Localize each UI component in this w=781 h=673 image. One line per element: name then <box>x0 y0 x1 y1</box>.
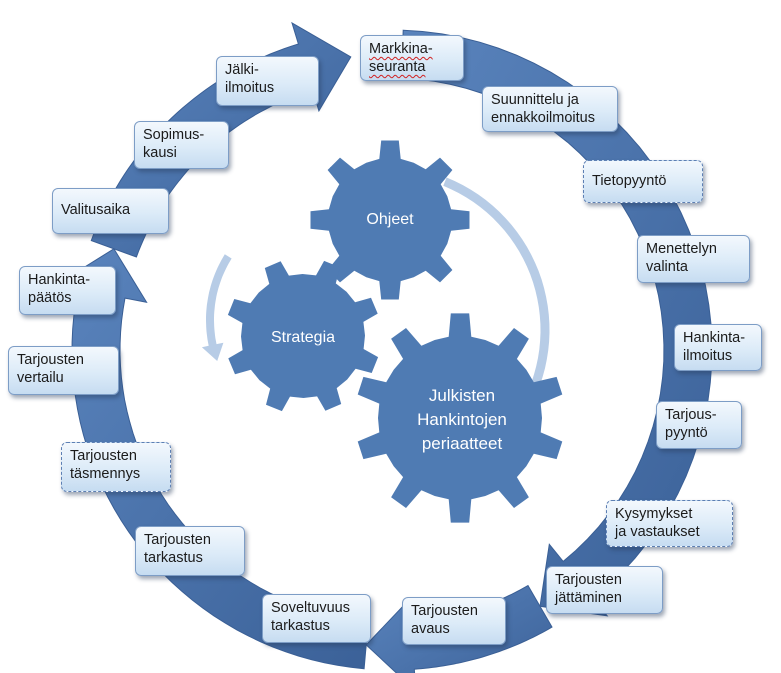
step-menettelyn-valinta: Menettelyn valinta <box>637 235 750 283</box>
step-label: Tarjousten vertailu <box>17 352 84 386</box>
step-label: Jälki- ilmoitus <box>225 62 275 96</box>
step-label: Tarjousten jättäminen <box>555 572 622 606</box>
step-label: Tarjousten avaus <box>411 603 478 637</box>
step-sopimuskausi: Sopimus- kausi <box>134 121 229 169</box>
step-hankintailmoitus: Hankinta- ilmoitus <box>674 324 762 371</box>
step-tasmennys: Tarjousten täsmennys <box>61 442 171 492</box>
step-label: Tarjousten tarkastus <box>144 532 211 566</box>
step-soveltuvuus: Soveltuvuus tarkastus <box>262 594 371 643</box>
step-label: Tietopyyntö <box>592 173 667 189</box>
gear-label-strategia: Strategia <box>270 329 336 346</box>
step-label: Suunnittelu ja ennakkoilmoitus <box>491 92 595 126</box>
step-suunnittelu: Suunnittelu ja ennakkoilmoitus <box>482 86 618 132</box>
step-kysymykset: Kysymykset ja vastaukset <box>606 500 733 547</box>
gear-label-periaatteet: Julkisten Hankintojen periaatteet <box>417 386 507 453</box>
inner-arrow-left <box>201 254 232 361</box>
step-avaus: Tarjousten avaus <box>402 597 506 645</box>
step-jattaminen: Tarjousten jättäminen <box>546 566 663 614</box>
step-label: Sopimus- kausi <box>143 127 205 161</box>
step-valitusaika: Valitusaika <box>52 188 169 234</box>
step-label: Hankinta- ilmoitus <box>683 330 746 364</box>
step-hankintapaatos: Hankinta- päätös <box>19 266 116 315</box>
step-label: Hankinta- päätös <box>28 272 91 306</box>
step-tietopyynto: Tietopyyntö <box>583 160 703 203</box>
step-tarjouspyynto: Tarjous- pyyntö <box>656 401 742 449</box>
step-markkinaseuranta: Markkina- seuranta <box>360 35 464 81</box>
gear-label-ohjeet: Ohjeet <box>366 211 414 228</box>
step-label: Markkina- seuranta <box>369 41 433 75</box>
step-label: Menettelyn valinta <box>646 241 717 275</box>
gear-periaatteet-shape <box>357 313 563 523</box>
step-label: Kysymykset ja vastaukset <box>615 506 700 540</box>
step-label: Soveltuvuus tarkastus <box>271 600 350 634</box>
step-tarkastus: Tarjousten tarkastus <box>135 526 245 576</box>
step-label: Valitusaika <box>61 202 131 218</box>
gear-strategia-shape <box>227 260 379 412</box>
step-label: Tarjousten täsmennys <box>70 448 141 482</box>
step-label: Tarjous- pyyntö <box>665 407 717 441</box>
step-jalki-ilmoitus: Jälki- ilmoitus <box>216 56 319 106</box>
step-vertailu: Tarjousten vertailu <box>8 346 119 395</box>
gear-ohjeet-shape <box>310 140 470 300</box>
